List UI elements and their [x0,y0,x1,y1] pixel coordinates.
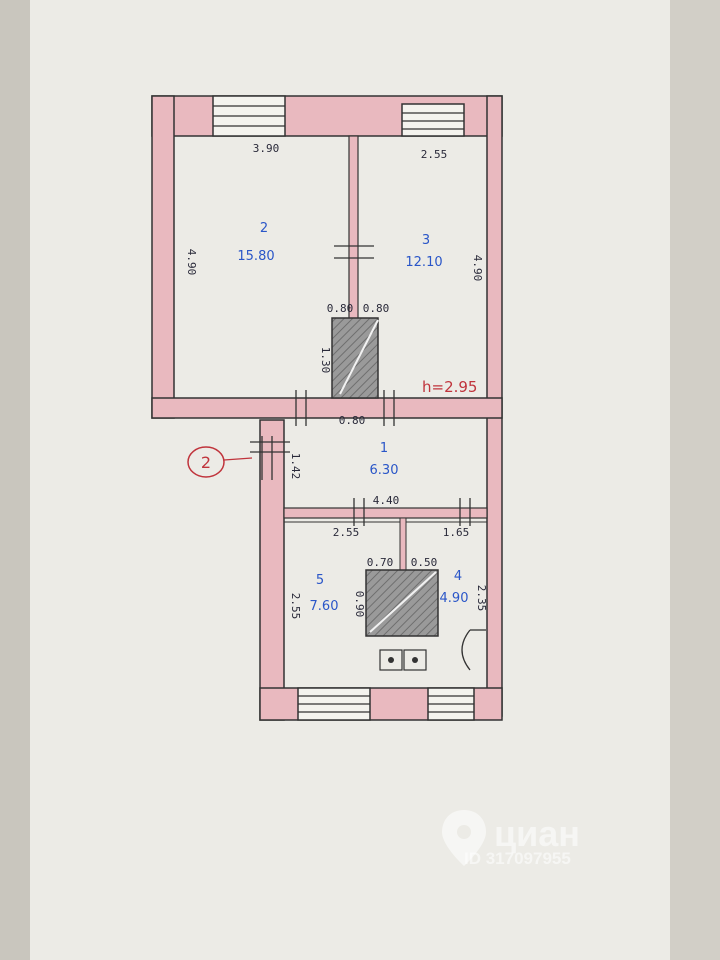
sink-fixture [461,629,486,671]
room-5-area: 7.60 [310,599,339,614]
wall-mid-horizontal [151,397,503,419]
door-corridor-kitchen [353,498,471,526]
room-3-area: 12.10 [405,255,442,270]
room-3-number: 3 [422,233,430,248]
watermark: циан ID 317097955 [442,810,580,868]
dim-stove-depth: 1.30 [319,347,332,374]
entrance-number: 2 [201,453,211,472]
window-top-right [401,103,465,137]
dim-room3-width: 2.55 [421,148,448,161]
room-1-area: 6.30 [370,463,399,478]
entrance-marker: 2 [187,446,253,478]
partition-1-5 [283,507,488,519]
ceiling-height: h=2.95 [422,378,477,396]
window-top-left [212,95,286,137]
door-entrance [250,436,290,480]
dim-stove2-right: 0.50 [411,556,438,569]
door-2-3 [334,245,374,259]
stove-upper [331,317,379,399]
watermark-brand: циан [494,813,580,854]
dim-stove2-depth: 0.90 [353,591,366,618]
watermark-id: ID 317097955 [464,849,571,868]
windows [212,95,475,721]
room-4-number: 4 [454,569,462,584]
partition-5-4 [399,517,407,579]
dim-corridor-width: 4.40 [373,494,400,507]
dim-room2-length: 4.90 [185,249,198,276]
dim-corridor-depth: 1.42 [289,453,302,480]
wall-left-upper [151,95,175,419]
door-corridor-room2 [295,390,307,426]
room-1-number: 1 [380,441,388,456]
stove-hearth [379,649,427,671]
dim-room3-length: 4.90 [471,255,484,282]
dim-stove-bottom: 0.80 [339,414,366,427]
dim-room4-length: 2.35 [475,585,488,612]
background-left [0,0,30,960]
background-right [668,0,720,960]
dim-stove-top-left: 0.80 [327,302,354,315]
room-2-area: 15.80 [237,249,274,264]
window-bottom-left [297,687,371,721]
dim-room5-length: 2.55 [289,593,302,620]
room-4-area: 4.90 [440,591,469,606]
dim-room4-width: 1.65 [443,526,470,539]
dim-stove-top-right: 0.80 [363,302,390,315]
stove-lower [365,569,439,637]
dim-stove2-left: 0.70 [367,556,394,569]
window-bottom-right [427,687,475,721]
room-2-number: 2 [260,221,268,236]
room-5-number: 5 [316,573,324,588]
door-corridor-room3 [383,390,395,426]
dim-room5-width: 2.55 [333,526,360,539]
dim-room2-width: 3.90 [253,142,280,155]
location-pin-icon [442,810,486,866]
walls [151,95,503,721]
doors [250,245,471,526]
